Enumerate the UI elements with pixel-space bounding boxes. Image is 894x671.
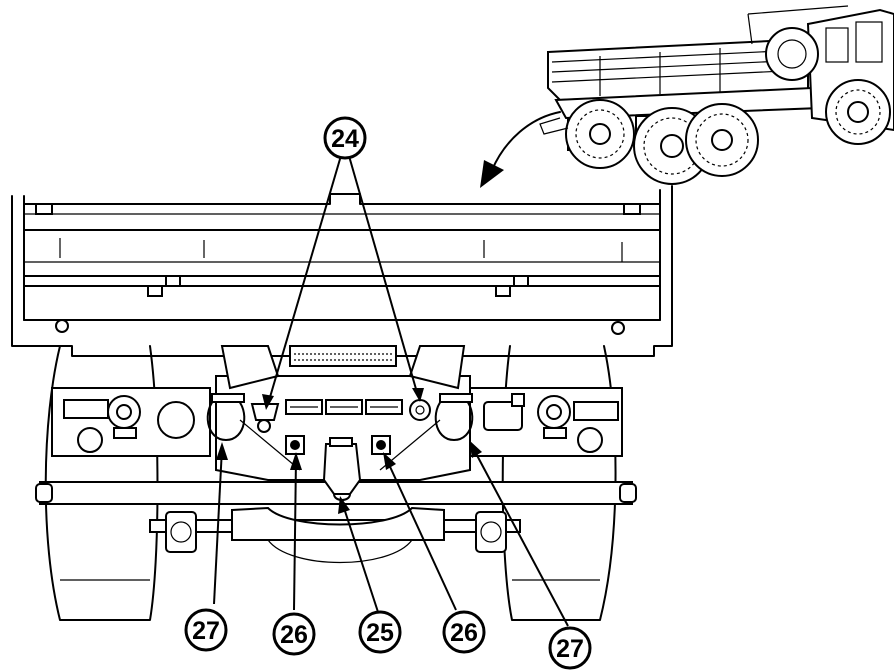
rear-axle (149, 506, 521, 564)
callout-27-left-label: 27 (192, 617, 220, 645)
callout-25-label: 25 (366, 619, 394, 647)
left-tow-shackle (206, 393, 246, 441)
truck-inset-illustration (539, 5, 894, 185)
callout-26-right-label: 26 (450, 619, 478, 647)
left-tail-light (63, 395, 195, 453)
right-tail-light (483, 393, 619, 453)
callout-26-left-label: 26 (280, 621, 308, 649)
callout-24: 24 (323, 116, 367, 160)
inset-rear-wheel-1 (565, 99, 635, 169)
callout-26-right: 26 (442, 610, 486, 654)
right-trailer-receptacle (409, 399, 431, 421)
callout-27-right: 27 (548, 626, 592, 670)
inset-rear-wheel-3 (685, 103, 759, 177)
callout-26-left: 26 (272, 612, 316, 656)
tailgate (11, 185, 673, 357)
left-air-coupling (285, 435, 305, 455)
right-air-coupling (371, 435, 391, 455)
leader-lines (213, 141, 569, 627)
callout-24-label: 24 (331, 125, 359, 153)
callout-25: 25 (358, 610, 402, 654)
pintle-hook (322, 437, 362, 501)
inset-front-wheel (825, 79, 891, 145)
curved-arrow-icon (480, 111, 561, 188)
right-tow-shackle (434, 393, 474, 441)
callout-27-left: 27 (184, 608, 228, 652)
rear-bumper-assembly (35, 345, 637, 505)
callout-27-right-label: 27 (556, 635, 584, 663)
